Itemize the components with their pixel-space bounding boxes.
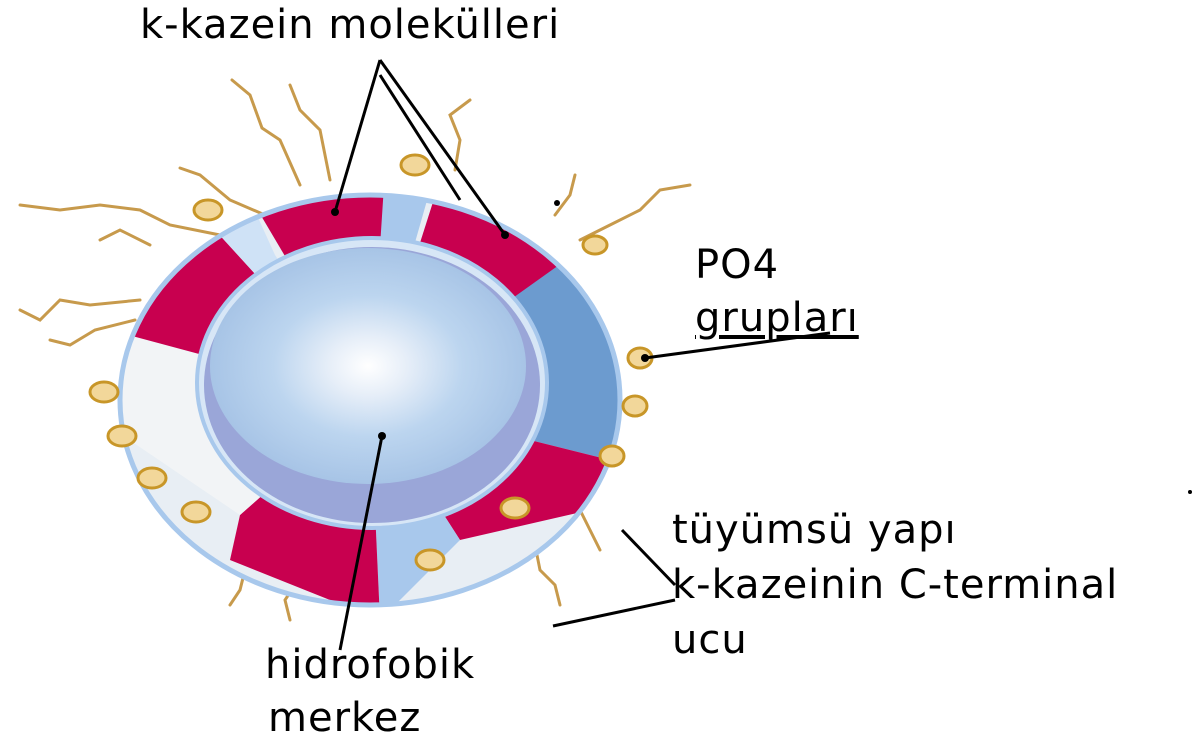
phosphate-group bbox=[416, 550, 444, 570]
hair-strand bbox=[580, 185, 690, 240]
po4-label-line2: grupları bbox=[695, 298, 859, 338]
phosphate-group bbox=[182, 502, 210, 522]
phosphate-group bbox=[401, 155, 429, 175]
hair-strand bbox=[290, 85, 330, 180]
c-terminal-label-line1: k-kazeinin C-terminal bbox=[672, 565, 1118, 605]
hair-strand bbox=[555, 175, 575, 215]
po4-label-line1: PO4 bbox=[695, 245, 779, 285]
hair-strand bbox=[100, 230, 150, 245]
hair-strand bbox=[450, 100, 470, 170]
phosphate-group bbox=[138, 468, 166, 488]
phosphate-group bbox=[583, 236, 607, 254]
hydrophobic-core bbox=[210, 248, 526, 484]
phosphate-group bbox=[501, 498, 529, 518]
hair-strand bbox=[20, 300, 140, 320]
phosphate-group bbox=[623, 396, 647, 416]
leader-line-kappa-3 bbox=[380, 75, 460, 200]
leader-line-c-terminal bbox=[553, 600, 675, 626]
phosphate-group bbox=[108, 426, 136, 446]
hydrophobic-core-label-line2: merkez bbox=[268, 698, 421, 738]
hairy-structure-label: tüyümsü yapı bbox=[672, 510, 957, 550]
phosphate-group bbox=[194, 200, 222, 220]
phosphate-group bbox=[600, 446, 624, 466]
leader-line-hairs bbox=[622, 530, 675, 585]
kappa-casein-molecules-label: k-kazein molekülleri bbox=[140, 5, 560, 45]
phosphate-group bbox=[90, 382, 118, 402]
hair-strand bbox=[232, 80, 300, 185]
hair-strand bbox=[50, 320, 135, 345]
c-terminal-label-line2: ucu bbox=[672, 620, 748, 660]
leader-line-kappa-1 bbox=[335, 60, 380, 212]
hydrophobic-core-label-line1: hidrofobik bbox=[265, 645, 475, 685]
